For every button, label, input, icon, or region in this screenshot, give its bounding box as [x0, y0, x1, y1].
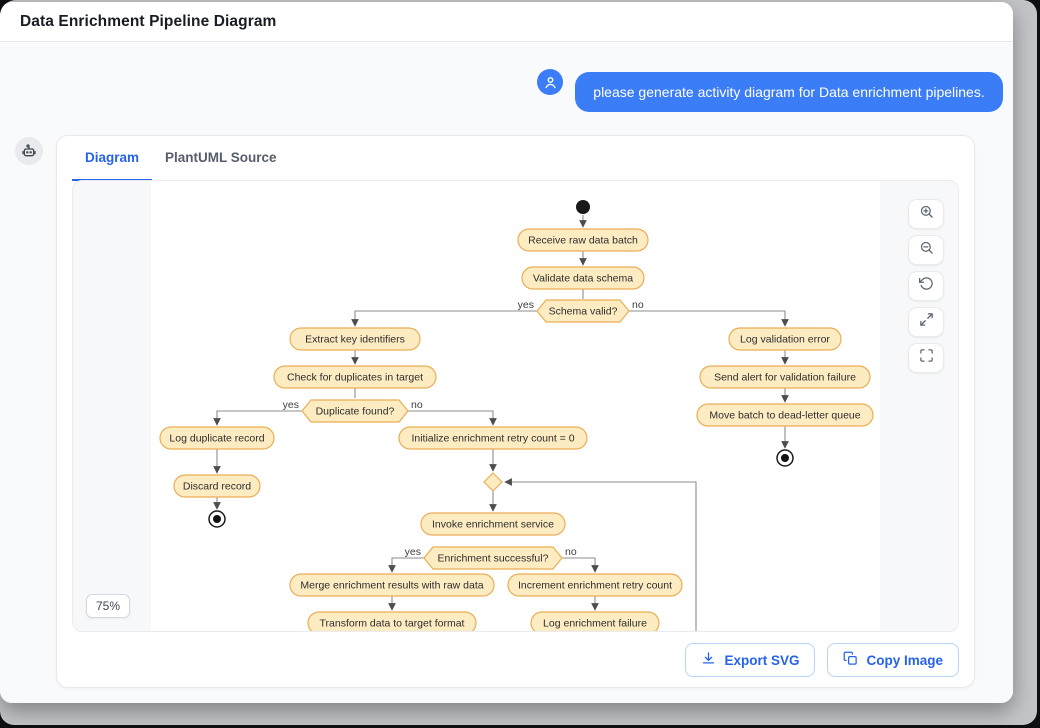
page-title: Data Enrichment Pipeline Diagram: [20, 12, 277, 30]
diagram-card: Diagram PlantUML Source: [56, 135, 975, 688]
svg-text:Schema valid?: Schema valid?: [549, 306, 618, 318]
app-window: Data Enrichment Pipeline Diagram please …: [0, 2, 1013, 703]
activity-nodes: Receive raw data batch Validate data sch…: [159, 228, 874, 631]
rotate-ccw-icon: [918, 276, 934, 296]
user-icon: [543, 75, 558, 90]
zoom-level-badge: 75%: [86, 594, 131, 618]
svg-text:Check for duplicates in target: Check for duplicates in target: [287, 372, 423, 384]
card-footer: Export SVG Copy Image: [57, 632, 974, 688]
start-node: [576, 200, 590, 214]
diagram-edges: [213, 215, 789, 631]
end-node-validation: [776, 449, 794, 467]
svg-text:Duplicate found?: Duplicate found?: [316, 406, 395, 418]
svg-text:Log validation error: Log validation error: [740, 334, 830, 346]
svg-text:Discard record: Discard record: [183, 481, 251, 493]
reset-view-button[interactable]: [908, 271, 944, 301]
fullscreen-button[interactable]: [908, 343, 944, 373]
zoom-out-icon: [919, 240, 934, 260]
expand-icon: [919, 312, 934, 332]
copy-icon: [843, 651, 858, 669]
svg-text:Merge enrichment results with: Merge enrichment results with raw data: [300, 580, 483, 592]
decision-nodes: Schema valid? yes no Duplicate found? ye…: [283, 299, 644, 570]
svg-text:Move batch to dead-letter queu: Move batch to dead-letter queue: [709, 410, 860, 422]
svg-text:yes: yes: [518, 299, 534, 311]
svg-text:no: no: [632, 299, 644, 311]
bot-avatar: [15, 137, 43, 165]
svg-text:Log enrichment failure: Log enrichment failure: [543, 618, 647, 630]
chat-area: please generate activity diagram for Dat…: [0, 43, 1013, 703]
diagram-viewport[interactable]: Receive raw data batch Validate data sch…: [72, 180, 959, 632]
activity-diagram-svg: Receive raw data batch Validate data sch…: [159, 200, 874, 631]
svg-text:Transform data to target forma: Transform data to target format: [320, 618, 465, 630]
svg-text:Invoke enrichment service: Invoke enrichment service: [432, 519, 554, 531]
robot-icon: [21, 143, 37, 159]
zoom-out-button[interactable]: [908, 235, 944, 265]
user-message-bubble: please generate activity diagram for Dat…: [575, 72, 1003, 112]
svg-text:Enrichment successful?: Enrichment successful?: [438, 553, 549, 565]
tab-bar: Diagram PlantUML Source: [57, 136, 974, 181]
zoom-controls: [908, 199, 944, 373]
copy-image-label: Copy Image: [866, 652, 943, 668]
tab-diagram[interactable]: Diagram: [72, 136, 153, 181]
user-avatar: [537, 69, 563, 95]
expand-button[interactable]: [908, 307, 944, 337]
export-svg-button[interactable]: Export SVG: [685, 643, 816, 677]
titlebar: Data Enrichment Pipeline Diagram: [0, 2, 1013, 42]
zoom-in-button[interactable]: [908, 199, 944, 229]
copy-image-button[interactable]: Copy Image: [827, 643, 959, 677]
merge-diamond: [483, 472, 503, 492]
svg-text:yes: yes: [405, 546, 421, 558]
svg-text:Send alert for validation fail: Send alert for validation failure: [714, 372, 856, 384]
svg-text:Validate data schema: Validate data schema: [533, 273, 633, 285]
svg-text:Initialize enrichment retry co: Initialize enrichment retry count = 0: [411, 433, 574, 445]
svg-text:no: no: [565, 546, 577, 558]
svg-text:no: no: [411, 399, 423, 411]
zoom-in-icon: [919, 204, 934, 224]
fullscreen-icon: [919, 348, 934, 368]
tab-plantuml-source[interactable]: PlantUML Source: [152, 136, 290, 181]
tab-diagram-label: Diagram: [85, 150, 140, 165]
svg-text:Log duplicate record: Log duplicate record: [169, 433, 264, 445]
svg-text:yes: yes: [283, 399, 299, 411]
tab-plantuml-label: PlantUML Source: [165, 150, 277, 165]
diagram-canvas[interactable]: Receive raw data batch Validate data sch…: [151, 181, 880, 631]
svg-text:Extract key identifiers: Extract key identifiers: [305, 334, 405, 346]
download-icon: [701, 651, 716, 669]
svg-text:Receive raw data batch: Receive raw data batch: [528, 235, 638, 247]
end-node-duplicate: [208, 510, 226, 528]
export-svg-label: Export SVG: [724, 652, 800, 668]
svg-text:Increment enrichment retry cou: Increment enrichment retry count: [518, 580, 672, 592]
